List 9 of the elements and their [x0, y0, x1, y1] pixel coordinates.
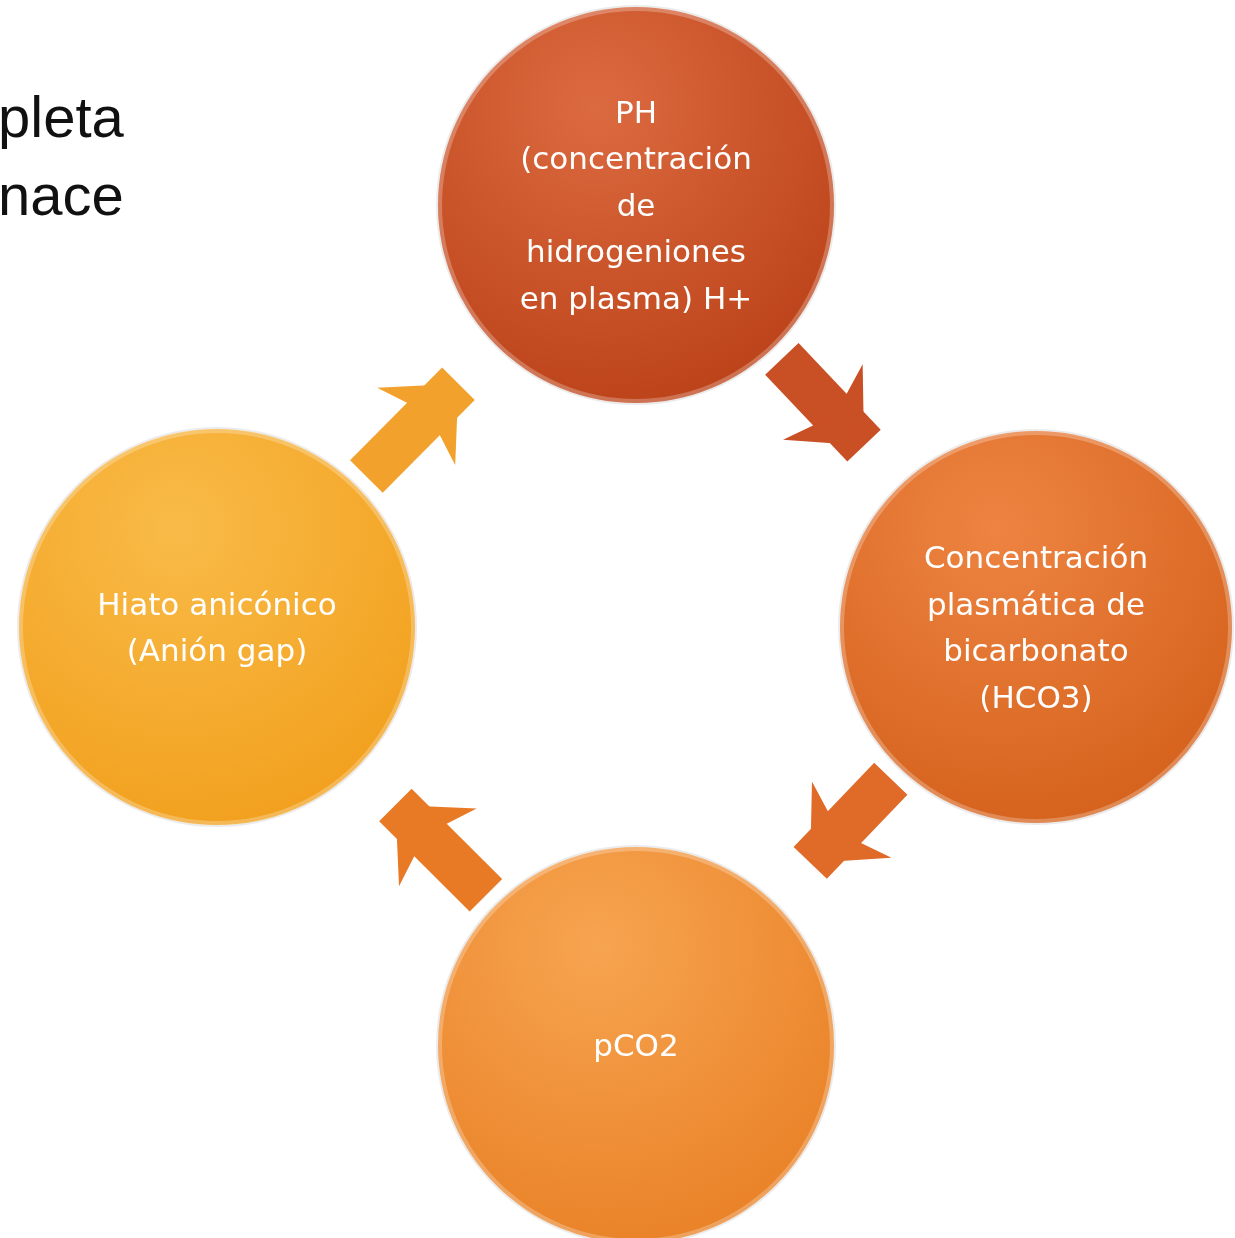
node-text: PH (concentración de hidrogeniones en plasma) H+ [518, 92, 754, 318]
block-arrow [379, 788, 503, 912]
block-arrow [793, 762, 908, 879]
block-arrow [350, 367, 475, 493]
title-fragment: nace [0, 166, 124, 224]
node-text: pCO2 [592, 1025, 680, 1065]
node-text: Concentración plasmática de bicarbonato (HCO3) [922, 538, 1150, 717]
block-arrow [765, 343, 881, 462]
node-text: Hiato anicónico (Anión gap) [96, 584, 338, 670]
